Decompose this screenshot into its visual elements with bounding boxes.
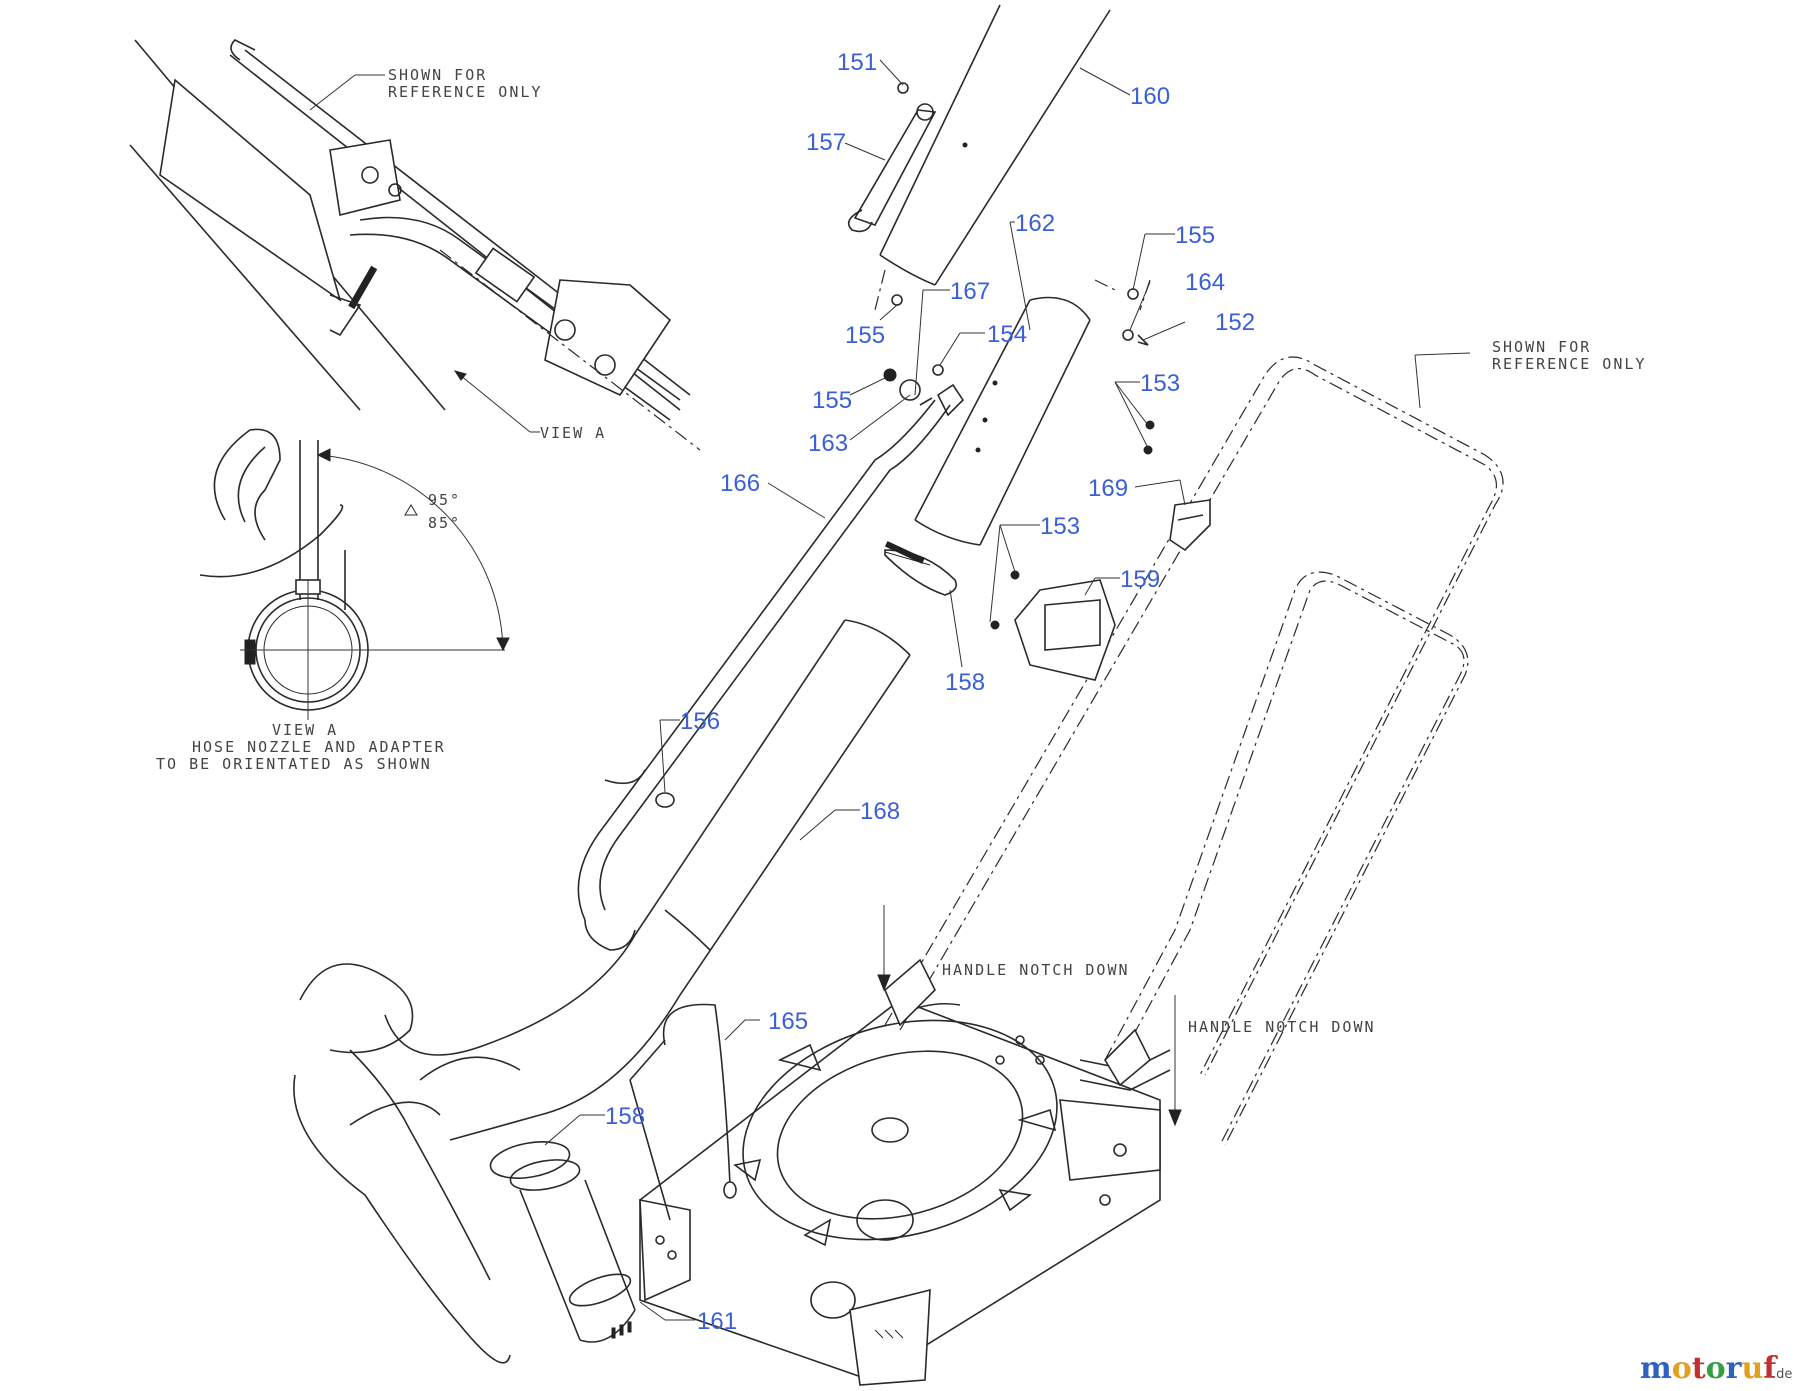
angle-label-95: 95°	[428, 491, 461, 509]
mid-tube-162	[914, 296, 1091, 546]
ref-note-top-left-line2: REFERENCE ONLY	[388, 83, 542, 101]
callout-163: 163	[808, 430, 848, 457]
hose-nozzle-161	[489, 1141, 636, 1343]
callout-159: 159	[1120, 566, 1160, 593]
view-a-detail-top	[129, 39, 701, 451]
mower-deck-housing	[639, 999, 1171, 1386]
callout-169: 169	[1088, 475, 1128, 502]
ref-note-right-line1: SHOWN FOR	[1492, 338, 1591, 356]
callout-155-mid: 155	[845, 322, 885, 349]
callout-165: 165	[768, 1008, 808, 1035]
callout-168: 168	[860, 798, 900, 825]
rod-165	[629, 1003, 737, 1221]
clip-158	[884, 541, 958, 596]
callout-155-left: 155	[812, 387, 852, 414]
ref-note-right-line2: REFERENCE ONLY	[1492, 355, 1646, 373]
callout-153-lower: 153	[1040, 513, 1080, 540]
logo-letter-t: t	[1692, 1351, 1706, 1386]
bracket-159	[990, 570, 1116, 681]
logo-letter-r: r	[1726, 1351, 1743, 1386]
view-a-caption-line2: HOSE NOZZLE AND ADAPTER	[192, 738, 446, 756]
callout-156: 156	[680, 708, 720, 735]
angle-label-85: 85°	[428, 514, 461, 532]
ref-note-top-left-line1: SHOWN FOR	[388, 66, 487, 84]
upper-tube-160	[847, 4, 1111, 311]
bracket-169	[1143, 420, 1211, 552]
handle-frame-reference	[877, 352, 1504, 1146]
callout-160: 160	[1130, 83, 1170, 110]
handle-tube-166	[577, 368, 965, 951]
callout-158-lower: 158	[605, 1103, 645, 1130]
callout-164: 164	[1185, 269, 1225, 296]
view-a-label: VIEW A	[540, 424, 606, 442]
logo-letter-m: m	[1640, 1351, 1672, 1386]
lower-hose-168	[293, 619, 911, 1364]
watermark-logo: motoruf .de	[1640, 1351, 1792, 1386]
logo-letter-o2: o	[1706, 1351, 1726, 1386]
callout-155-right: 155	[1175, 222, 1215, 249]
svg-text:motoruf: motoruf	[1640, 1351, 1778, 1386]
callout-166: 166	[720, 470, 760, 497]
view-a-caption-line3: TO BE ORIENTATED AS SHOWN	[156, 755, 432, 773]
logo-letter-f: f	[1763, 1351, 1778, 1386]
callout-157: 157	[806, 129, 846, 156]
callout-153-upper: 153	[1140, 370, 1180, 397]
callout-158-upper: 158	[945, 669, 985, 696]
callout-152: 152	[1215, 309, 1255, 336]
callout-154: 154	[987, 321, 1027, 348]
callout-151: 151	[837, 49, 877, 76]
logo-letter-o1: o	[1672, 1351, 1692, 1386]
logo-tld: .de	[1772, 1367, 1792, 1382]
callout-167: 167	[950, 278, 990, 305]
view-a-orientation-detail	[199, 428, 510, 720]
view-a-caption-line1: VIEW A	[272, 721, 338, 739]
callout-leaders	[544, 59, 1186, 1321]
handle-notch-note-2: HANDLE NOTCH DOWN	[1188, 1018, 1376, 1036]
logo-letter-u: u	[1741, 1351, 1763, 1386]
callout-161: 161	[697, 1308, 737, 1335]
handle-notch-note-1: HANDLE NOTCH DOWN	[942, 961, 1130, 979]
callout-162: 162	[1015, 210, 1055, 237]
